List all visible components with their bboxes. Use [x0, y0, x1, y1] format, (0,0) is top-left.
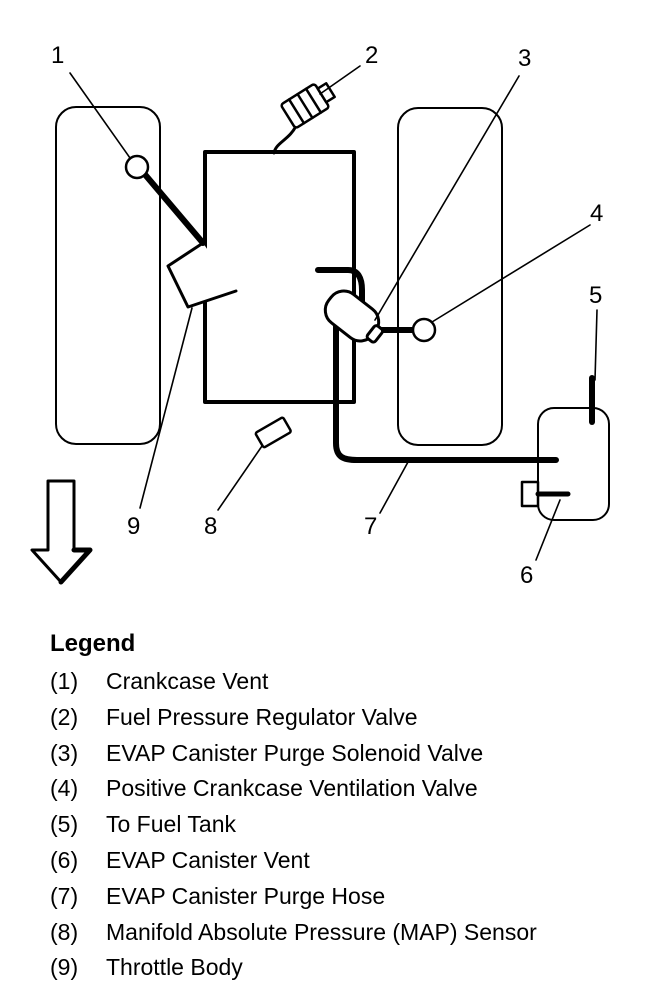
- legend-item-number: (1): [50, 668, 79, 694]
- leader-line-7: [379, 461, 409, 514]
- callout-5: 5: [589, 282, 602, 309]
- callout-7: 7: [364, 513, 377, 540]
- legend-item-label: Throttle Body: [106, 954, 243, 981]
- leader-line-9: [139, 307, 193, 509]
- fuel-pressure-regulator-valve: [280, 82, 336, 129]
- evap-canister: [537, 407, 610, 521]
- legend-item-label: EVAP Canister Purge Solenoid Valve: [106, 739, 484, 766]
- legend-item-number: (5): [50, 811, 79, 838]
- legend-item-label: Crankcase Vent: [106, 668, 269, 694]
- legend-item-number: (6): [50, 846, 79, 873]
- legend-item-number: (8): [50, 918, 79, 945]
- legend-item-number: (4): [50, 775, 79, 802]
- purge-solenoid-hose: [315, 267, 365, 305]
- legend-item-number: (9): [50, 954, 79, 981]
- leader-line-1: [69, 72, 131, 159]
- legend-item-label: EVAP Canister Purge Hose: [106, 882, 386, 909]
- callout-6: 6: [520, 562, 533, 589]
- legend-item: (2) Fuel Pressure Regulator Valve: [50, 700, 660, 736]
- leader-line-3: [374, 75, 520, 321]
- legend-item: (7) EVAP Canister Purge Hose: [50, 879, 660, 915]
- legend-item: (1) Crankcase Vent: [50, 664, 660, 700]
- legend-item-label: Positive Crankcase Ventilation Valve: [106, 775, 478, 802]
- callout-4: 4: [590, 200, 603, 227]
- callout-2: 2: [365, 42, 378, 69]
- legend-item: (8) Manifold Absolute Pressure (MAP) Sens…: [50, 915, 660, 951]
- legend-item: (3) EVAP Canister Purge Solenoid Valve: [50, 736, 660, 772]
- fuel-pressure-regulator-hose: [272, 122, 299, 155]
- leader-line-4: [431, 224, 591, 323]
- pcv-valve: [411, 317, 437, 343]
- callout-8: 8: [204, 513, 217, 540]
- callout-1: 1: [51, 42, 64, 69]
- map-sensor: [254, 416, 292, 449]
- evap-canister-purge-solenoid-valve: [323, 289, 385, 344]
- right-cylinder-bank: [397, 107, 503, 446]
- front-arrow-icon: [30, 479, 92, 584]
- leader-line-6: [535, 499, 561, 561]
- legend-item-number: (3): [50, 739, 79, 766]
- leader-lines: [69, 65, 598, 561]
- evap-canister-purge-hose: [333, 315, 559, 463]
- legend-item-label: EVAP Canister Vent: [106, 846, 310, 873]
- legend-item: (9) Throttle Body: [50, 950, 660, 986]
- legend: Legend (1) Crankcase Vent (2) Fuel Pressur…: [50, 628, 660, 986]
- leader-line-2: [319, 65, 361, 95]
- legend-item-number: (2): [50, 703, 79, 730]
- leader-line-8: [217, 445, 263, 511]
- legend-item-label: Manifold Absolute Pressure (MAP) Sensor: [106, 918, 537, 945]
- legend-item-label: To Fuel Tank: [106, 811, 236, 838]
- legend-title: Legend: [50, 630, 136, 657]
- throttle-body: [166, 241, 238, 309]
- legend-item-number: (7): [50, 882, 79, 909]
- crankcase-vent-hose: [139, 168, 206, 246]
- legend-item: (5) To Fuel Tank: [50, 807, 660, 843]
- crankcase-vent: [124, 154, 150, 180]
- leader-line-5: [594, 309, 598, 381]
- legend-list: (1) Crankcase Vent (2) Fuel Pressure Regul…: [50, 664, 660, 986]
- legend-item: (6) EVAP Canister Vent: [50, 843, 660, 879]
- legend-item: (4) Positive Crankcase Ventilation Valve: [50, 771, 660, 807]
- left-cylinder-bank: [55, 106, 161, 445]
- front-arrow-shadow: [58, 547, 93, 585]
- intake-manifold: [203, 150, 356, 404]
- callout-3: 3: [518, 45, 531, 72]
- legend-item-label: Fuel Pressure Regulator Valve: [106, 703, 418, 730]
- callout-9: 9: [127, 513, 140, 540]
- evap-system-diagram: 1 2 3 4 5 6 7 8 9: [30, 42, 610, 589]
